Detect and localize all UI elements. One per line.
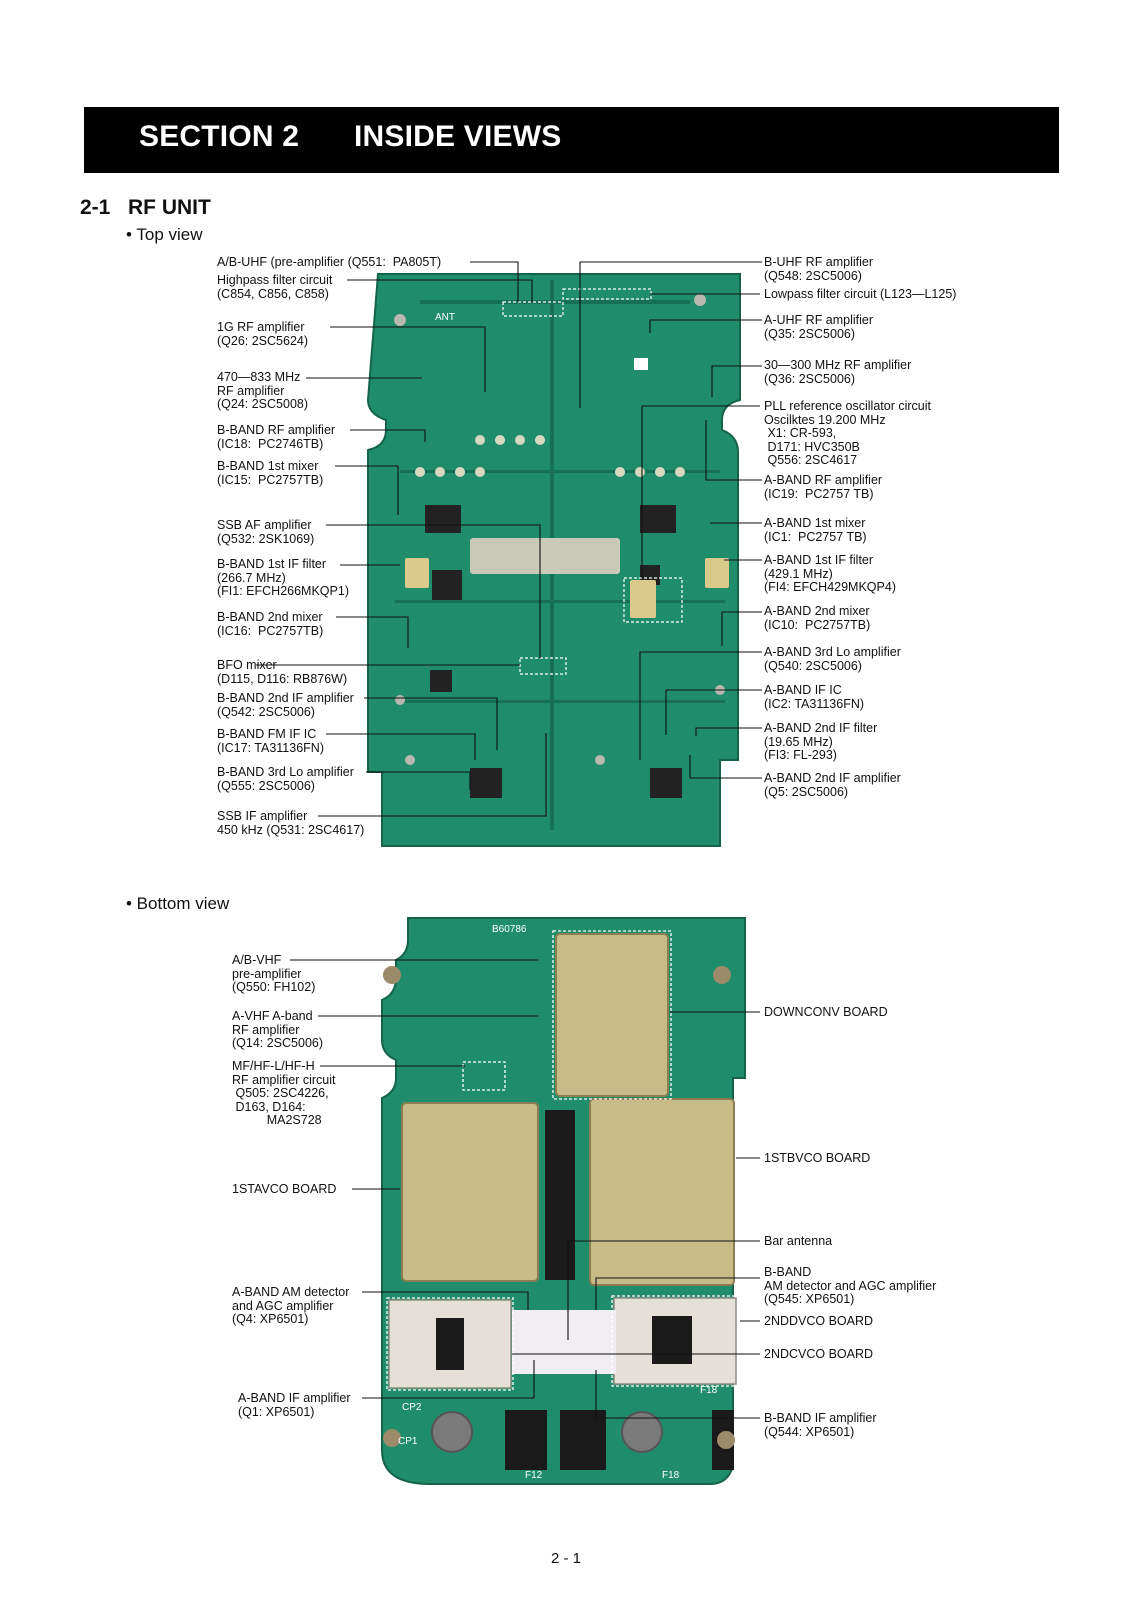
- callout-top-left-5: B-BAND RF amplifier (IC18: PC2746TB): [217, 423, 336, 451]
- section-title: INSIDE VIEWS: [354, 120, 562, 153]
- callout-top-right-13: A-BAND 2nd IF amplifier (Q5: 2SC5006): [764, 771, 901, 799]
- subsection-heading: 2-1 RF UNIT: [80, 196, 211, 220]
- callout-top-right-2: Lowpass filter circuit (L123—L125): [764, 287, 957, 301]
- callout-top-right-4: 30—300 MHz RF amplifier (Q36: 2SC5006): [764, 358, 912, 386]
- callout-top-left-10: BFO mixer (D115, D116: RB876W): [217, 658, 348, 686]
- callout-top-left-2: Highpass filter circuit (C854, C856, C85…: [217, 273, 333, 301]
- callout-top-left-11: B-BAND 2nd IF amplifier (Q542: 2SC5006): [217, 691, 354, 719]
- top-view-label: • Top view: [126, 225, 203, 244]
- callout-bottom-left-4: 1STAVCO BOARD: [232, 1182, 337, 1196]
- callout-top-left-7: SSB AF amplifier (Q532: 2SK1069): [217, 518, 315, 546]
- bottom-view-label: • Bottom view: [126, 894, 230, 913]
- top-board-ant-text: ANT: [435, 312, 455, 323]
- callout-bottom-left-1: A/B-VHF pre-amplifier (Q550: FH102): [232, 953, 316, 995]
- callout-top-left-14: SSB IF amplifier 450 kHz (Q531: 2SC4617): [217, 809, 365, 837]
- subsection-number: 2-1: [80, 196, 111, 219]
- callout-bottom-right-2: 1STBVCO BOARD: [764, 1151, 871, 1165]
- callout-top-right-8: A-BAND 1st IF filter (429.1 MHz) (FI4: E…: [764, 553, 896, 595]
- bottom-board-text-3: F18: [700, 1385, 718, 1396]
- bottom-board-text-4: F18: [662, 1470, 680, 1481]
- callout-top-right-12: A-BAND 2nd IF filter (19.65 MHz) (FI3: F…: [764, 721, 878, 763]
- callout-top-left-6: B-BAND 1st mixer (IC15: PC2757TB): [217, 459, 324, 487]
- callout-bottom-left-6: A-BAND IF amplifier (Q1: XP6501): [238, 1391, 351, 1419]
- bottom-board-text-1: B60786: [492, 924, 527, 935]
- callout-top-right-3: A-UHF RF amplifier (Q35: 2SC5006): [764, 313, 874, 341]
- callout-bottom-right-5: 2NDDVCO BOARD: [764, 1314, 874, 1328]
- callout-top-right-10: A-BAND 3rd Lo amplifier (Q540: 2SC5006): [764, 645, 901, 673]
- callout-top-right-1: B-UHF RF amplifier (Q548: 2SC5006): [764, 255, 874, 283]
- bottom-board-text-5: CP2: [402, 1402, 422, 1413]
- callout-top-right-9: A-BAND 2nd mixer (IC10: PC2757TB): [764, 604, 871, 632]
- callout-top-right-6: A-BAND RF amplifier (IC19: PC2757 TB): [764, 473, 883, 501]
- bottom-board-text-6: CP1: [398, 1436, 418, 1447]
- callout-top-right-7: A-BAND 1st mixer (IC1: PC2757 TB): [764, 516, 867, 544]
- section-header-bar: SECTION 2 INSIDE VIEWS: [84, 107, 1059, 173]
- callout-bottom-right-3: Bar antenna: [764, 1234, 833, 1248]
- callout-bottom-left-5: A-BAND AM detector and AGC amplifier (Q4…: [232, 1285, 350, 1327]
- callout-top-left-9: B-BAND 2nd mixer (IC16: PC2757TB): [217, 610, 324, 638]
- callout-top-left-13: B-BAND 3rd Lo amplifier (Q555: 2SC5006): [217, 765, 354, 793]
- callout-top-right-5: PLL reference oscillator circuit Oscilkt…: [764, 399, 931, 468]
- callout-bottom-right-7: B-BAND IF amplifier (Q544: XP6501): [764, 1411, 877, 1439]
- section-number: SECTION 2: [139, 120, 300, 153]
- callout-top-left-1: A/B-UHF (pre-amplifier (Q551: PA805T): [217, 255, 442, 269]
- callout-bottom-left-3: MF/HF-L/HF-H RF amplifier circuit Q505: …: [232, 1059, 336, 1128]
- callout-bottom-right-6: 2NDCVCO BOARD: [764, 1347, 874, 1361]
- callout-bottom-right-1: DOWNCONV BOARD: [764, 1005, 888, 1019]
- callout-top-left-3: 1G RF amplifier (Q26: 2SC5624): [217, 320, 309, 348]
- callout-top-right-11: A-BAND IF IC (IC2: TA31136FN): [764, 683, 865, 711]
- callout-bottom-left-2: A-VHF A-band RF amplifier (Q14: 2SC5006): [232, 1009, 324, 1051]
- bottom-board-text-2: F12: [525, 1470, 543, 1481]
- subsection-title: RF UNIT: [128, 196, 211, 219]
- callout-top-left-8: B-BAND 1st IF filter (266.7 MHz) (FI1: E…: [217, 557, 349, 599]
- callout-bottom-right-4: B-BAND AM detector and AGC amplifier (Q5…: [764, 1265, 937, 1307]
- callout-top-left-4: 470—833 MHz RF amplifier (Q24: 2SC5008): [217, 370, 309, 412]
- callout-top-left-12: B-BAND FM IF IC (IC17: TA31136FN): [217, 727, 324, 755]
- page-number: 2 - 1: [551, 1550, 582, 1567]
